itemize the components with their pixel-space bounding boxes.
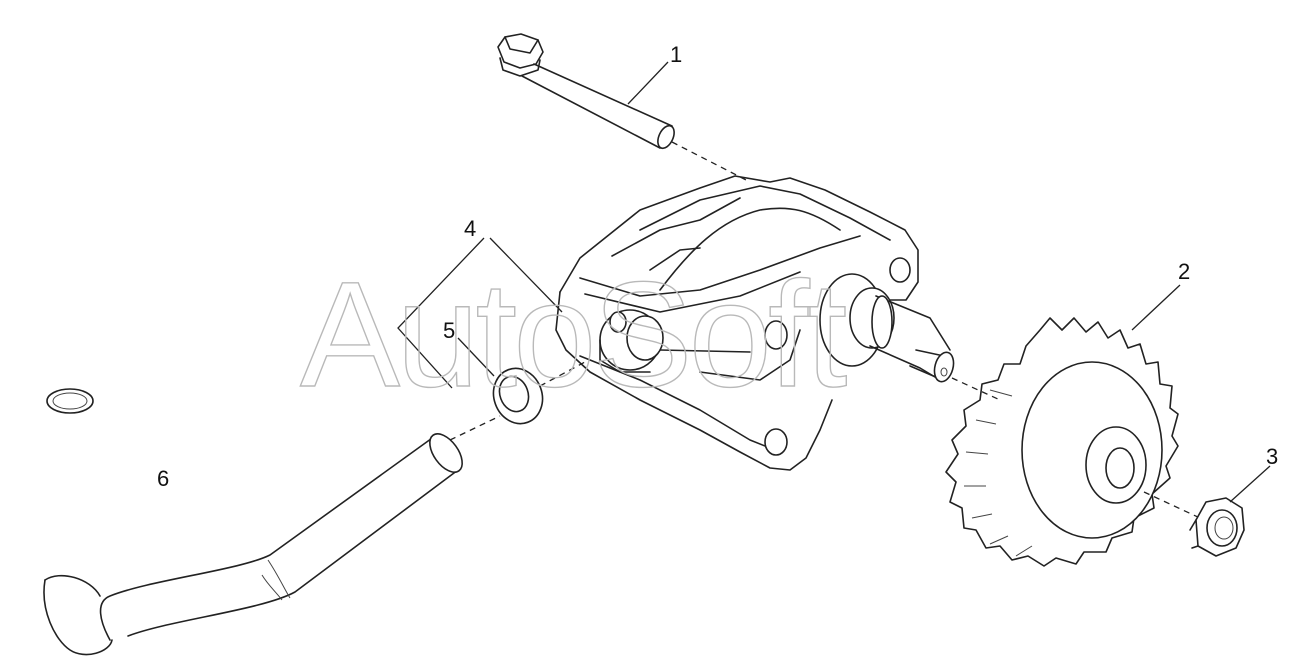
callout-6: 6 — [157, 466, 169, 491]
oil-pump-body-icon — [555, 175, 955, 471]
callout-4: 4 — [464, 216, 476, 241]
gear-icon — [945, 317, 1179, 567]
callout-1: 1 — [670, 42, 682, 67]
watermark-text: AutoSoft — [300, 250, 847, 418]
callout-2: 2 — [1178, 259, 1190, 284]
callout-5: 5 — [443, 318, 455, 343]
suction-pipe-icon — [43, 388, 463, 656]
bolt-icon — [497, 33, 675, 150]
nut-icon — [1189, 497, 1245, 557]
callout-3: 3 — [1266, 444, 1278, 469]
washer-icon — [492, 367, 544, 425]
